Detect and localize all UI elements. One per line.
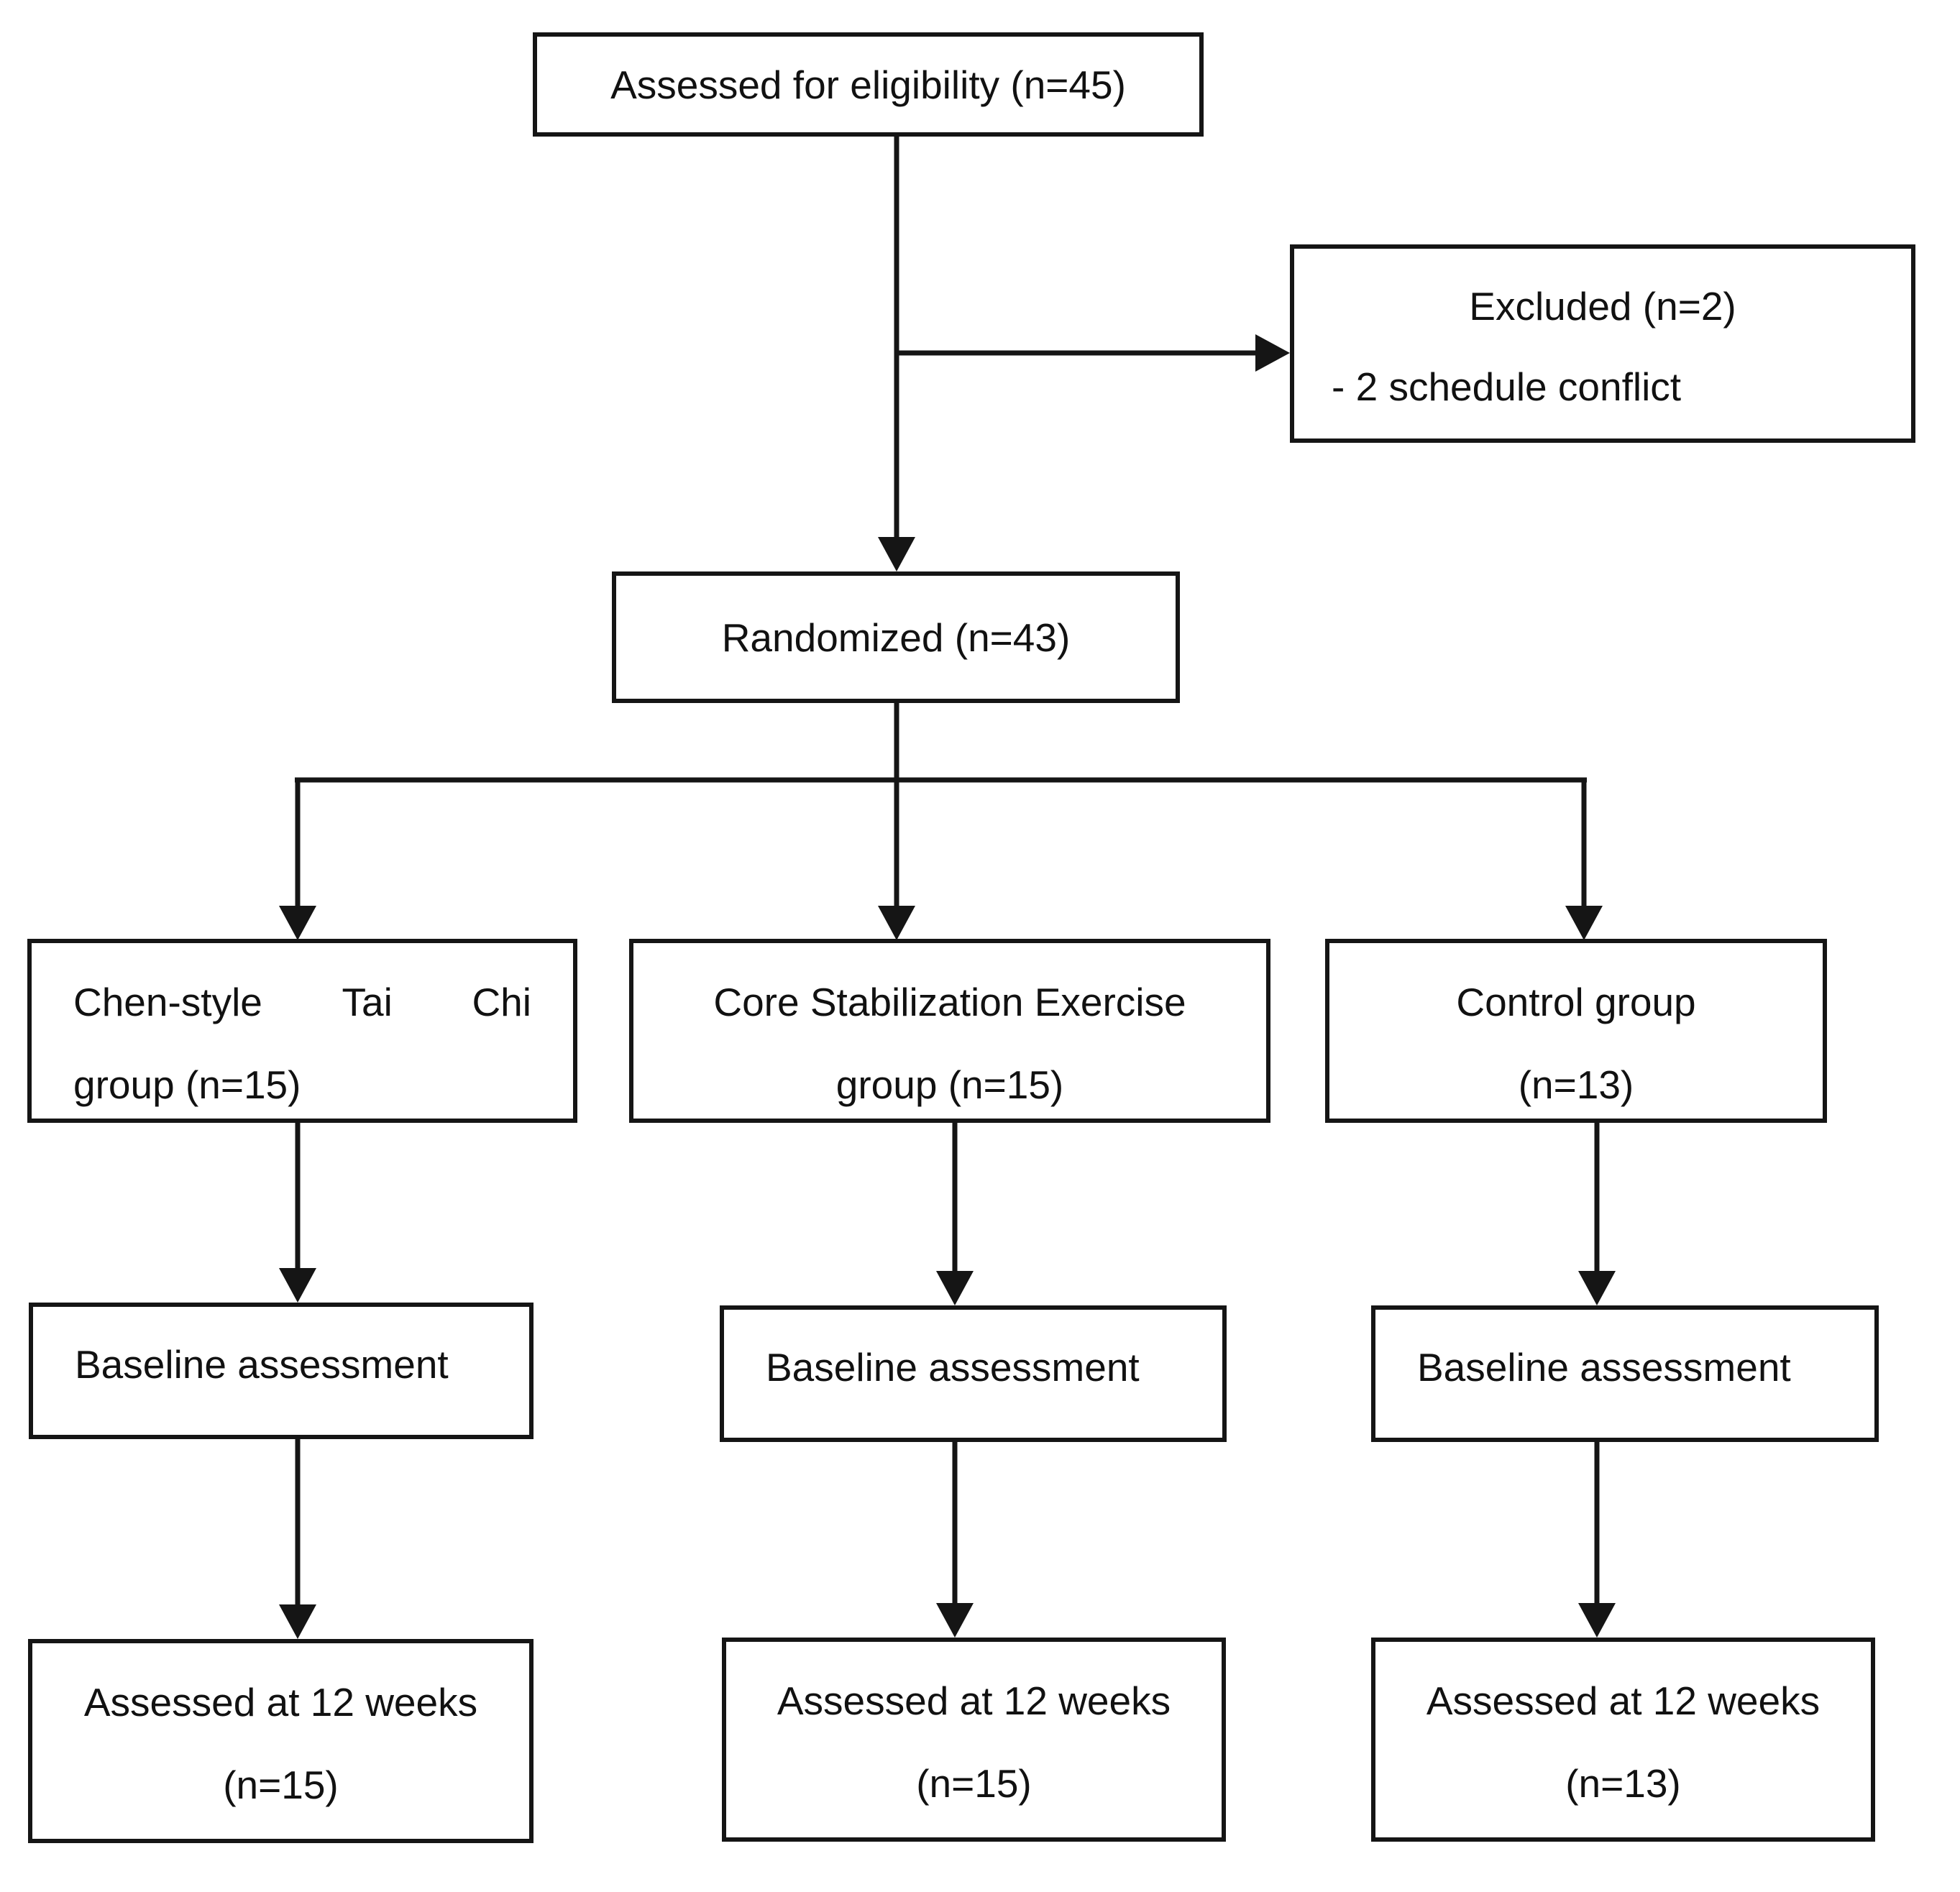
core-group-line2: group (n=15): [835, 1062, 1064, 1107]
arrowhead-into-control-week12: [1578, 1603, 1616, 1638]
flow-box-week12-control: Assessed at 12 weeks (n=13): [1371, 1638, 1875, 1842]
arrowhead-into-core-baseline: [936, 1271, 974, 1305]
arrowhead-into-core-group: [878, 906, 915, 940]
randomized-label: Randomized (n=43): [721, 615, 1071, 660]
arrowhead-into-taichi-week12: [279, 1604, 316, 1639]
arrowhead-into-control-group: [1565, 906, 1603, 940]
baseline-control-label: Baseline assessment: [1417, 1345, 1791, 1390]
arrowhead-into-core-week12: [936, 1603, 974, 1638]
excluded-title: Excluded (n=2): [1469, 284, 1736, 329]
taichi-group-line2: group (n=15): [73, 1062, 301, 1107]
baseline-core-label: Baseline assessment: [766, 1345, 1140, 1390]
core-group-line1: Core Stabilization Exercise: [713, 980, 1186, 1024]
flow-box-week12-core: Assessed at 12 weeks (n=15): [722, 1638, 1226, 1842]
flow-box-taichi-group: Chen-style Tai Chi group (n=15): [27, 939, 577, 1123]
taichi-group-word3: Chi: [472, 980, 531, 1024]
baseline-taichi-label: Baseline assessment: [75, 1342, 449, 1387]
flow-box-excluded: Excluded (n=2) - 2 schedule conflict: [1290, 244, 1915, 443]
excluded-reason: - 2 schedule conflict: [1332, 364, 1682, 409]
week12-taichi-line1: Assessed at 12 weeks: [83, 1680, 478, 1725]
week12-taichi-line2: (n=15): [223, 1763, 339, 1807]
arrowhead-into-control-baseline: [1578, 1271, 1616, 1305]
control-group-line1: Control group: [1456, 980, 1696, 1024]
flow-box-baseline-control: Baseline assessment: [1371, 1305, 1879, 1442]
flow-box-core-group: Core Stabilization Exercise group (n=15): [629, 939, 1270, 1123]
flow-box-baseline-core: Baseline assessment: [720, 1305, 1227, 1442]
week12-control-line1: Assessed at 12 weeks: [1426, 1679, 1821, 1723]
assessed-eligibility-label: Assessed for eligibility (n=45): [610, 62, 1126, 107]
week12-control-line2: (n=13): [1565, 1761, 1681, 1806]
arrowhead-into-taichi-group: [279, 906, 316, 940]
week12-core-line2: (n=15): [916, 1761, 1032, 1806]
flow-box-randomized: Randomized (n=43): [612, 571, 1180, 703]
control-group-line2: (n=13): [1518, 1062, 1634, 1107]
taichi-group-line1: Chen-style Tai Chi: [73, 981, 531, 1024]
taichi-group-word1: Chen-style: [73, 980, 262, 1024]
flow-box-assessed-eligibility: Assessed for eligibility (n=45): [533, 32, 1204, 137]
flow-box-week12-taichi: Assessed at 12 weeks (n=15): [28, 1639, 533, 1843]
flow-box-control-group: Control group (n=13): [1325, 939, 1827, 1123]
week12-core-line1: Assessed at 12 weeks: [777, 1679, 1171, 1723]
arrowhead-into-taichi-baseline: [279, 1268, 316, 1303]
arrowhead-into-excluded: [1255, 334, 1290, 372]
taichi-group-word2: Tai: [342, 980, 393, 1024]
flow-box-baseline-taichi: Baseline assessment: [29, 1303, 533, 1439]
arrowhead-into-randomized: [878, 537, 915, 571]
